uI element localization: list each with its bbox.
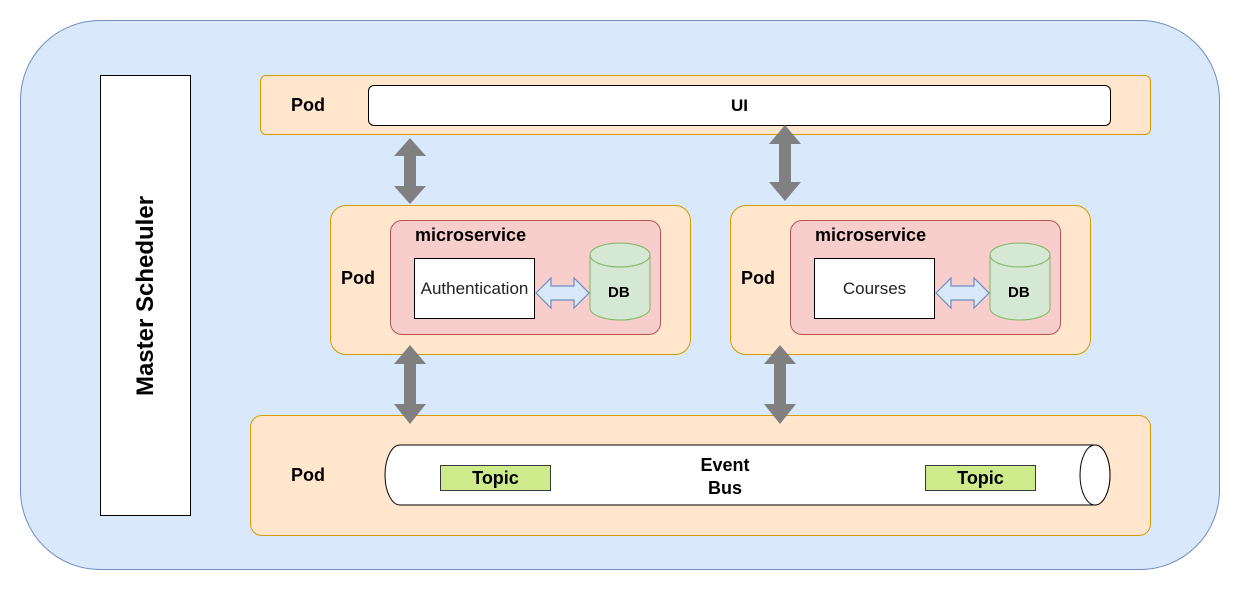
event-bus-label-line2: Bus	[707, 478, 742, 498]
courses-service: Courses	[814, 258, 935, 319]
courses-db-link-arrow	[935, 276, 990, 310]
authentication-service: Authentication	[414, 258, 535, 319]
topic-right: Topic	[925, 465, 1036, 491]
topic-right-label: Topic	[957, 467, 1004, 488]
ui-box: UI	[368, 85, 1111, 126]
courses-microservice-title: microservice	[815, 225, 927, 245]
auth-db-link-arrow	[535, 276, 590, 310]
ui-courses-arrow	[769, 125, 801, 201]
master-scheduler-box: Master Scheduler	[100, 75, 191, 516]
auth-microservice-title: microservice	[415, 225, 527, 245]
event-bus-pod-label: Pod	[291, 465, 325, 485]
auth-bus-arrow	[394, 345, 426, 424]
event-bus-label: Event Bus	[690, 454, 760, 500]
courses-db-label: DB	[1008, 284, 1030, 301]
courses-pod-label: Pod	[741, 268, 775, 288]
courses-service-label: Courses	[842, 278, 907, 298]
ui-label: UI	[731, 95, 748, 115]
ui-pod-label: Pod	[291, 95, 325, 115]
topic-left-label: Topic	[472, 467, 519, 488]
ui-auth-arrow	[394, 138, 426, 204]
courses-db-cylinder	[989, 242, 1051, 321]
event-bus-label-line1: Event	[700, 455, 750, 475]
auth-db-cylinder	[589, 242, 651, 321]
courses-bus-arrow	[764, 345, 796, 424]
authentication-service-label: Authentication	[420, 278, 529, 298]
auth-db-label: DB	[608, 284, 630, 301]
topic-left: Topic	[440, 465, 551, 491]
auth-pod-label: Pod	[341, 268, 375, 288]
